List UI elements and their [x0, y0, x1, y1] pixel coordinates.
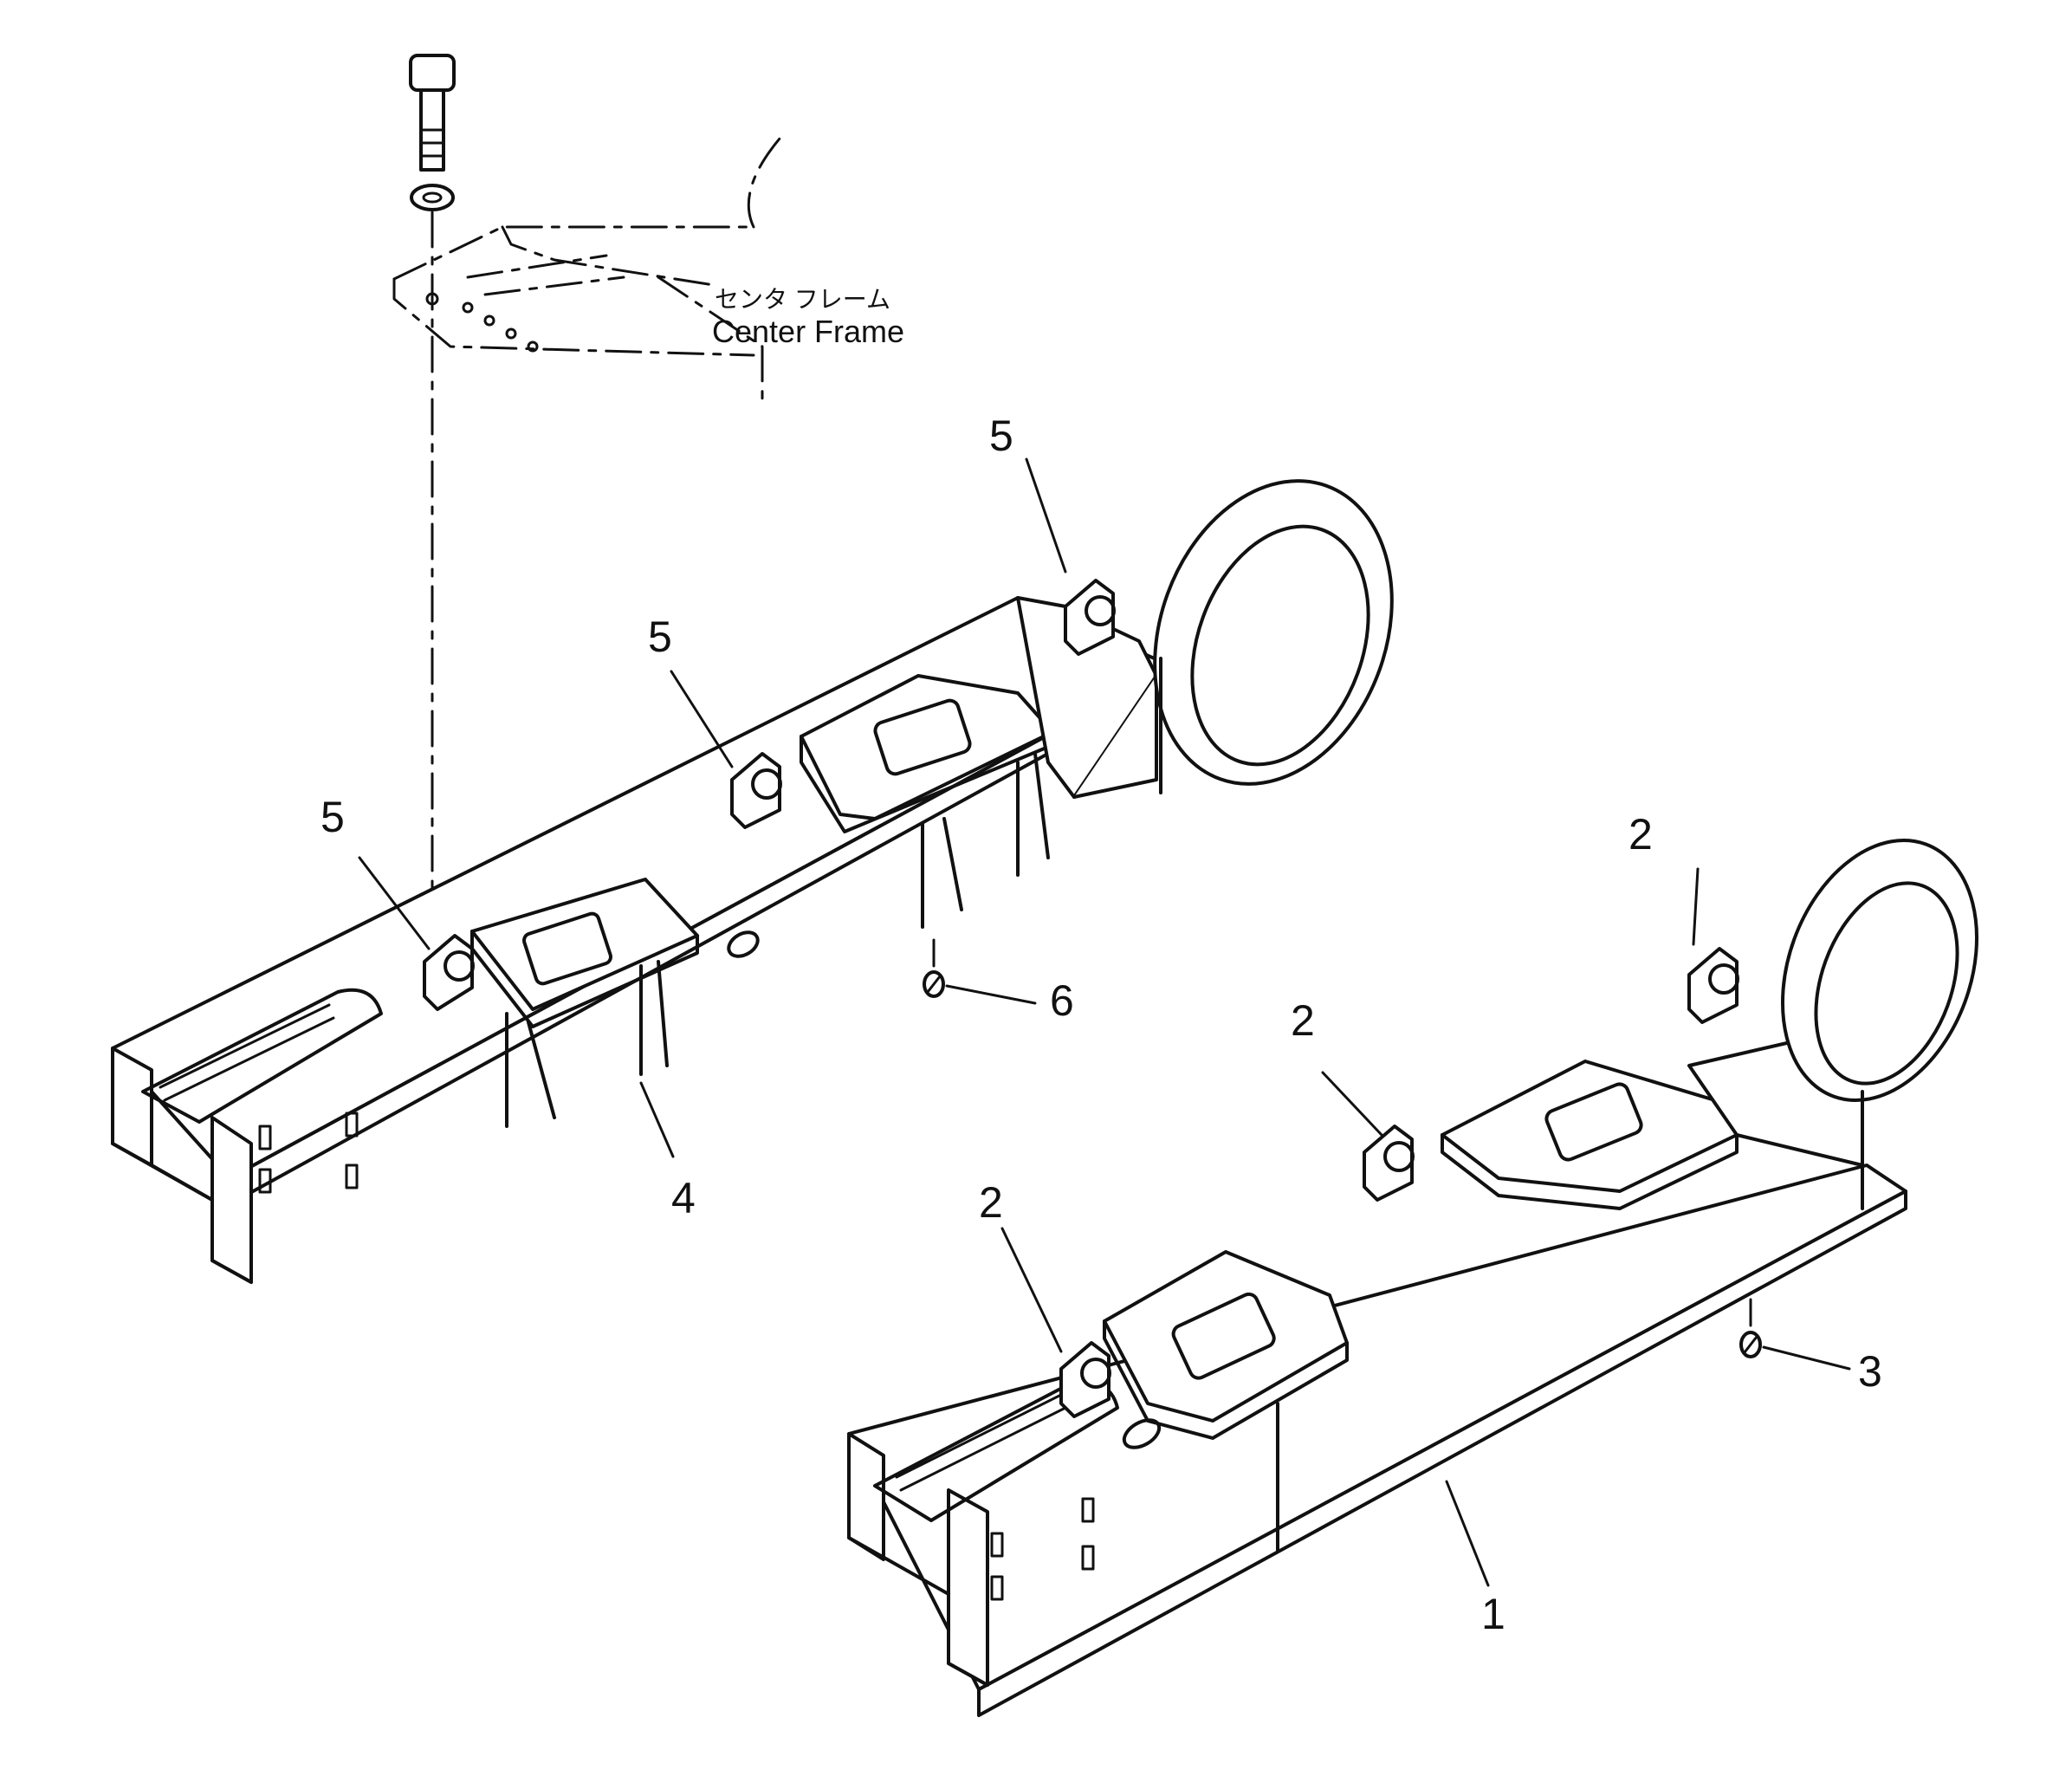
callout-5-front: 5 [321, 793, 345, 841]
grease-fitting [1739, 1298, 1762, 1358]
center-frame-outline [392, 137, 781, 409]
center-frame-label-en: Center Frame [712, 314, 904, 349]
callout-2-middle: 2 [1291, 996, 1315, 1045]
callout-4: 4 [671, 1174, 696, 1222]
callout-3: 3 [1858, 1347, 1882, 1396]
grease-fitting [923, 938, 945, 998]
track-roller-guard-bracket [1687, 947, 1739, 1024]
callout-1: 1 [1481, 1590, 1505, 1638]
track-frame-lower [847, 838, 1979, 1717]
leader-lines [358, 457, 1851, 1587]
track-roller-guard-bracket [1363, 1125, 1415, 1202]
track-roller-guard-bracket [730, 752, 782, 829]
callout-2-front: 2 [979, 1178, 1003, 1227]
center-frame-label-jp: センタ フレーム [715, 286, 890, 313]
track-roller-guard-bracket [423, 934, 475, 1011]
washer [410, 184, 455, 211]
callout-5-middle: 5 [648, 613, 672, 661]
mounting-bolt [409, 54, 456, 172]
callout-6: 6 [1050, 976, 1074, 1025]
track-roller-guard-bracket [1064, 579, 1116, 656]
callout-2-rear: 2 [1628, 810, 1653, 859]
track-roller-guard-bracket [1059, 1341, 1111, 1418]
track-frame-upper [111, 479, 1394, 1284]
callout-5-rear: 5 [989, 412, 1013, 460]
